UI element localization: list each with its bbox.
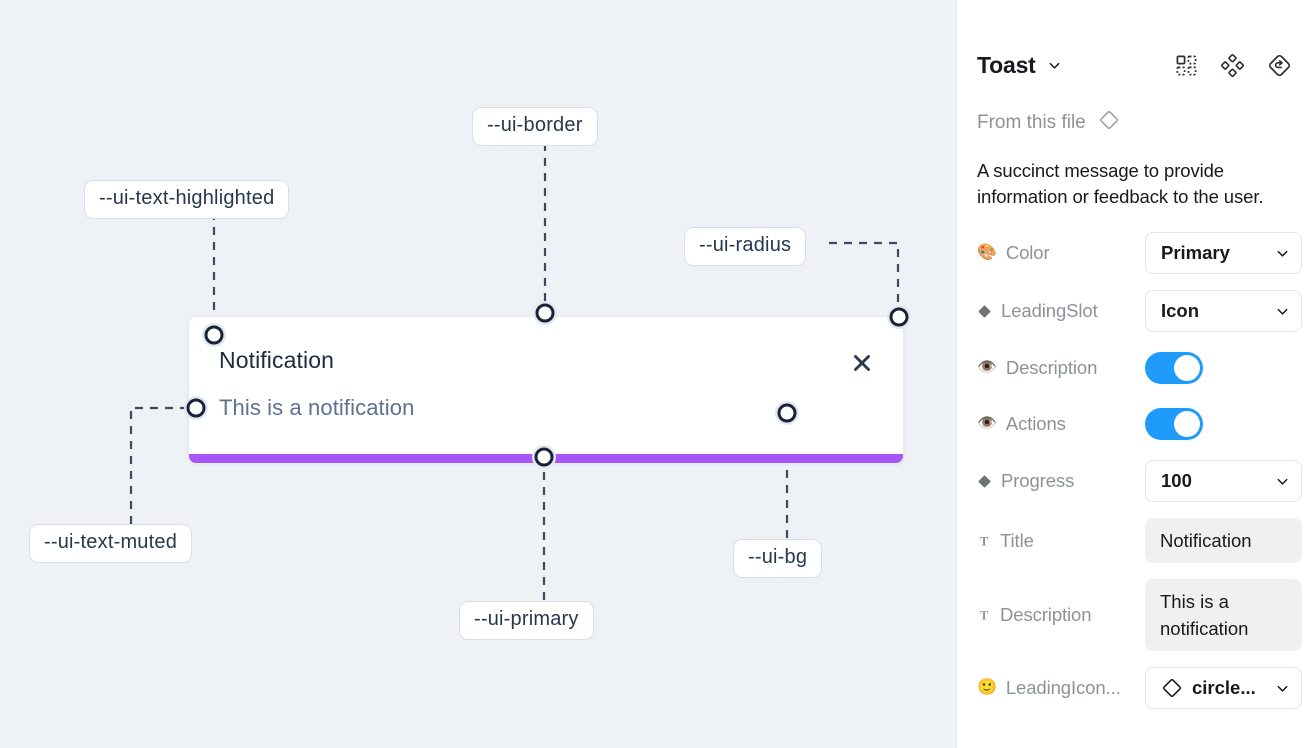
progress-select-value: 100 — [1161, 470, 1192, 491]
property-label-description-text: T Description — [977, 604, 1145, 626]
chevron-down-icon[interactable] — [1047, 58, 1062, 73]
panel-header: Toast — [977, 52, 1292, 79]
component-diamond-icon — [1161, 677, 1183, 699]
chevron-down-icon — [1277, 250, 1288, 257]
component-description: A succinct message to provide informatio… — [977, 160, 1264, 207]
diamond-icon — [977, 304, 992, 319]
property-row-actions-toggle: 👁️ Actions — [977, 404, 1292, 444]
component-diamond-icon — [1098, 109, 1120, 136]
panel-title: Toast — [977, 52, 1036, 78]
anchor-dot-text-highlighted[interactable] — [204, 325, 224, 345]
eye-icon: 👁️ — [977, 359, 997, 376]
four-diamond-icon[interactable] — [1221, 54, 1244, 77]
annotation-pill-ui-border[interactable]: --ui-border — [472, 107, 598, 146]
toast-component-preview[interactable]: Notification This is a notification — [188, 316, 904, 464]
text-icon: T — [977, 608, 991, 622]
property-row-leadingicon: 🙂 LeadingIcon... circle... — [977, 667, 1302, 709]
property-label-color: 🎨 Color — [977, 242, 1050, 263]
properties-panel: Toast — [956, 0, 1312, 748]
toast-description: This is a notification — [219, 395, 415, 420]
color-select[interactable]: Primary — [1145, 232, 1302, 274]
chevron-down-icon — [1277, 685, 1288, 692]
property-row-leadingslot: LeadingSlot Icon — [977, 290, 1302, 332]
annotation-pill-ui-text-muted[interactable]: --ui-text-muted — [29, 524, 193, 563]
close-icon[interactable] — [849, 350, 875, 376]
palette-icon: 🎨 — [977, 244, 997, 261]
anchor-dot-bg[interactable] — [777, 403, 797, 423]
text-icon: T — [977, 534, 991, 548]
leadingslot-select-value: Icon — [1161, 300, 1200, 321]
property-label-description-toggle: 👁️ Description — [977, 357, 1098, 378]
svg-text:T: T — [980, 534, 988, 548]
property-row-description-toggle: 👁️ Description — [977, 348, 1292, 388]
property-list: 🎨 Color Primary — [977, 232, 1302, 709]
smiley-icon: 🙂 — [977, 679, 997, 696]
anchor-dot-primary[interactable] — [534, 447, 554, 467]
annotation-pill-ui-primary[interactable]: --ui-primary — [459, 601, 594, 640]
property-label-actions-toggle: 👁️ Actions — [977, 413, 1066, 434]
eye-icon: 👁️ — [977, 415, 997, 432]
leadingicon-select[interactable]: circle... — [1145, 667, 1302, 709]
property-row-description-text: T Description This is a notification — [977, 579, 1302, 651]
anchor-dot-radius[interactable] — [889, 307, 909, 327]
variants-grid-icon[interactable] — [1175, 54, 1198, 77]
description-field[interactable]: This is a notification — [1145, 579, 1302, 651]
svg-text:T: T — [980, 608, 988, 622]
diamond-icon — [977, 474, 992, 489]
from-this-file-row[interactable]: From this file — [977, 109, 1292, 136]
reset-instance-icon[interactable] — [1267, 53, 1292, 78]
anchor-dot-text-muted[interactable] — [186, 398, 206, 418]
annotation-pill-ui-radius[interactable]: --ui-radius — [684, 227, 807, 266]
leadingslot-select[interactable]: Icon — [1145, 290, 1302, 332]
toast-title: Notification — [219, 347, 334, 373]
property-label-leadingslot: LeadingSlot — [977, 300, 1145, 322]
property-row-progress: Progress 100 — [977, 460, 1302, 502]
property-row-title: T Title Notification — [977, 518, 1302, 563]
anchor-dot-border[interactable] — [535, 303, 555, 323]
property-label-progress: Progress — [977, 470, 1145, 492]
color-select-value: Primary — [1161, 242, 1230, 263]
property-label-leadingicon: 🙂 LeadingIcon... — [977, 677, 1121, 698]
chevron-down-icon — [1277, 478, 1288, 485]
title-field[interactable]: Notification — [1145, 518, 1302, 563]
annotation-pill-ui-text-highlighted[interactable]: --ui-text-highlighted — [84, 180, 290, 219]
design-canvas[interactable]: Notification This is a notification --ui… — [0, 0, 956, 748]
from-this-file-label: From this file — [977, 111, 1086, 133]
leadingicon-select-value: circle... — [1192, 677, 1256, 698]
property-label-title: T Title — [977, 530, 1145, 552]
progress-select[interactable]: 100 — [1145, 460, 1302, 502]
chevron-down-icon — [1277, 308, 1288, 315]
header-icon-group — [1175, 53, 1292, 78]
actions-toggle[interactable] — [1145, 408, 1203, 440]
annotation-pill-ui-bg[interactable]: --ui-bg — [733, 539, 823, 578]
description-toggle[interactable] — [1145, 352, 1203, 384]
property-row-color: 🎨 Color Primary — [977, 232, 1302, 274]
